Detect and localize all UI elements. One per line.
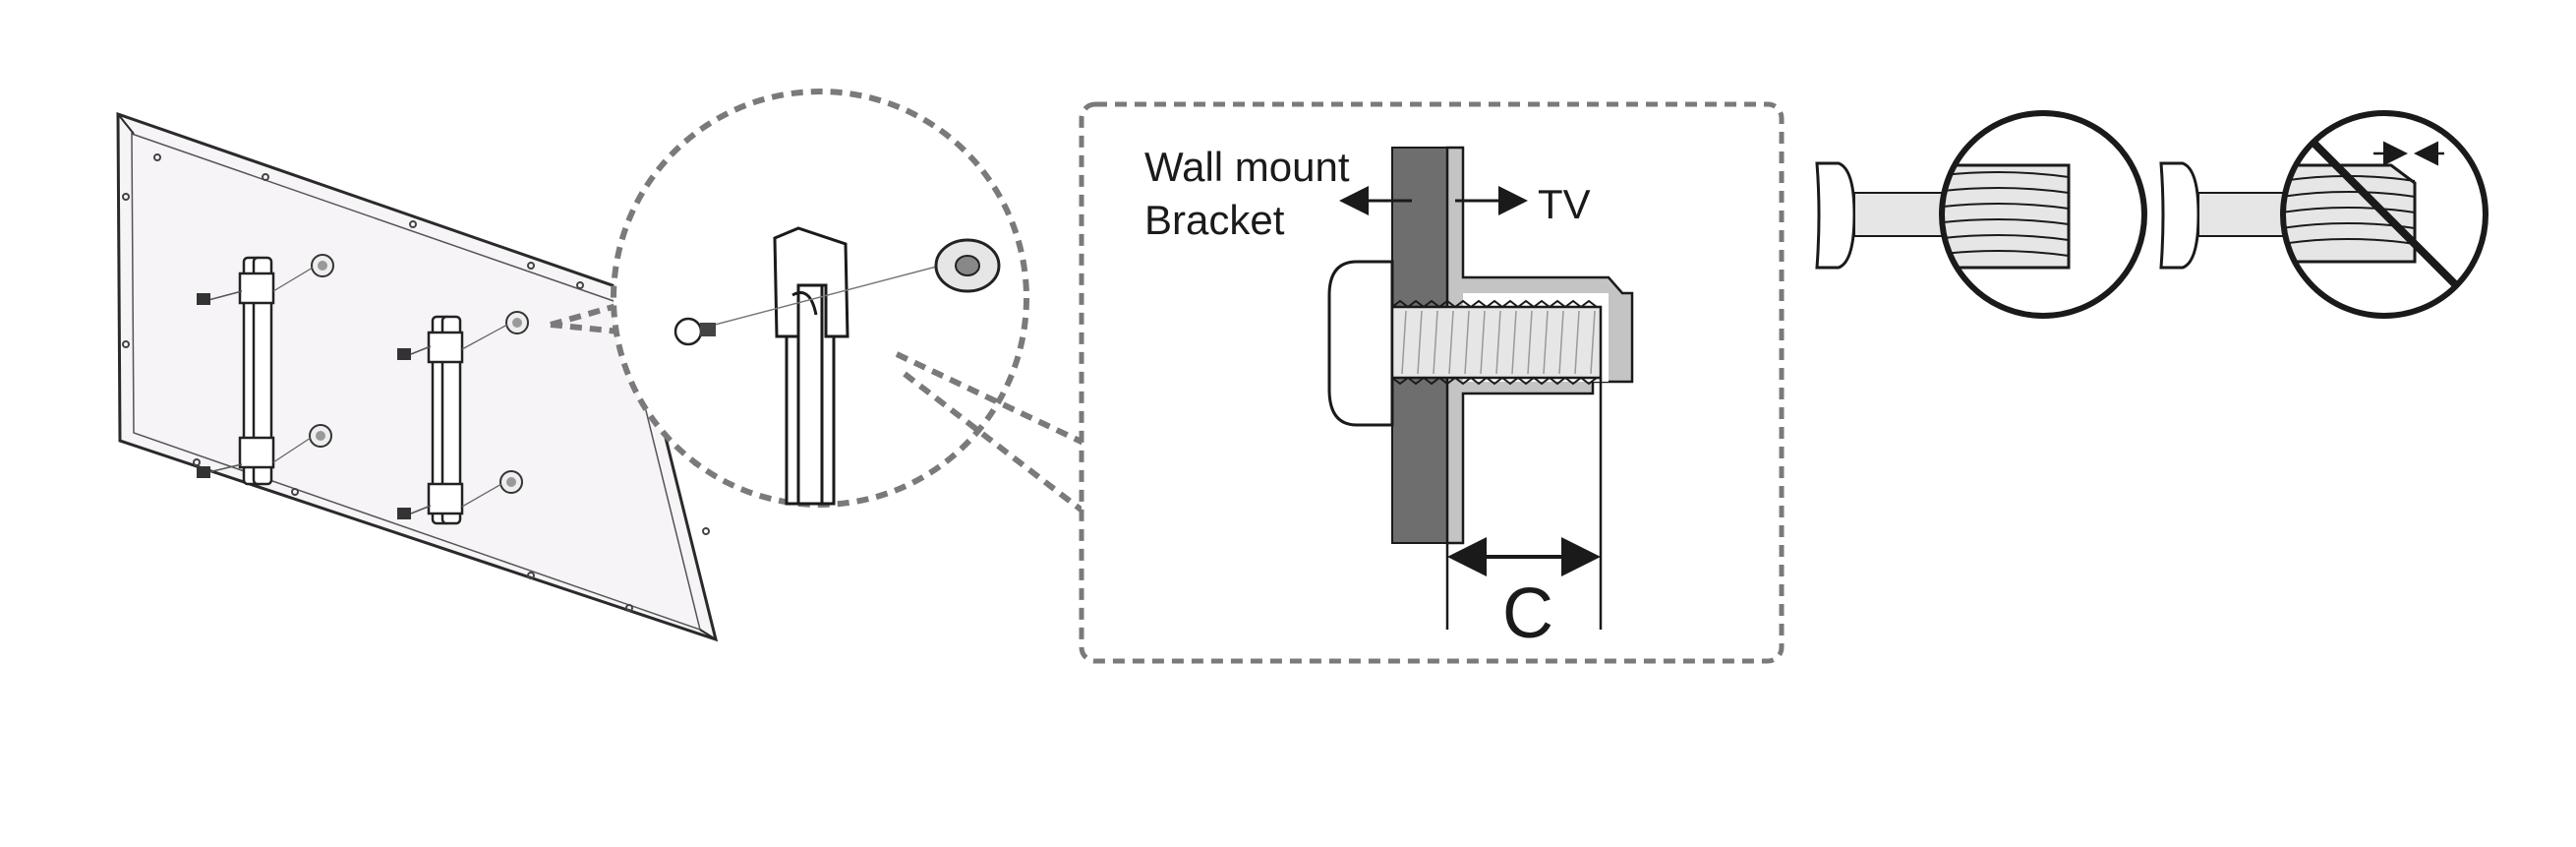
cross-section-detail: Wall mount Bracket TV C (1079, 101, 1785, 664)
zoom-washer (934, 238, 1001, 293)
tv-back-panel (116, 111, 719, 642)
screw-correct-icon (1815, 110, 2147, 319)
screw-right-bottom (397, 505, 432, 519)
screw-incorrect-prohibited-icon (2159, 110, 2488, 319)
wall-mount-bracket-label-line2: Bracket (1144, 197, 1285, 243)
tv-label: TV (1538, 181, 1591, 227)
screw-left-bottom (197, 463, 243, 478)
mounting-bracket-left (238, 256, 275, 486)
screw-right-top (397, 345, 432, 360)
dimension-c-label: C (1502, 575, 1553, 653)
screw-left-top (197, 290, 243, 305)
mounting-bracket-right (427, 315, 464, 525)
screw-shaft (1390, 299, 1603, 386)
zoom-callout-circle (550, 89, 1029, 508)
dimension-c: C (1445, 378, 1603, 653)
wall-mount-bracket-label-line1: Wall mount (1144, 144, 1350, 190)
screw-head (1327, 260, 1394, 427)
zoom-screw (673, 263, 949, 346)
